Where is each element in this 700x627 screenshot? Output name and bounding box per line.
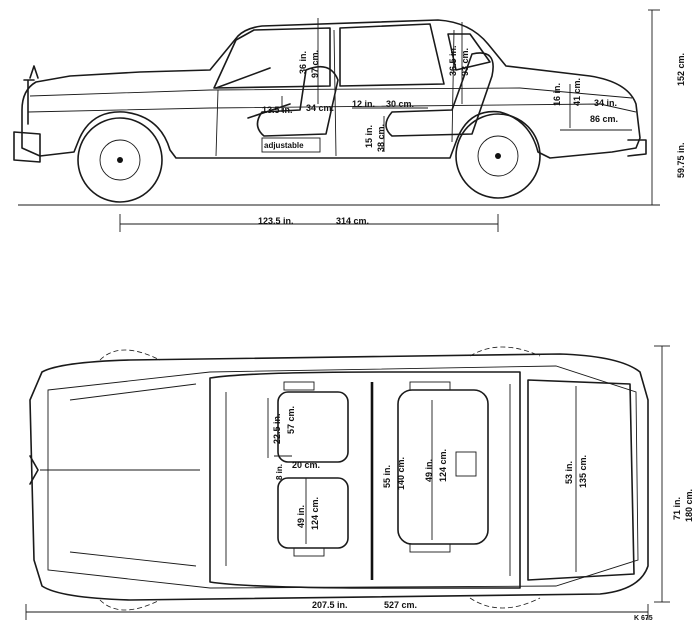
- adjustable-note: adjustable: [264, 141, 304, 150]
- top-view: 22.5 in. 57 cm. 8 in. 20 cm. 49 in. 124 …: [25, 345, 694, 620]
- side-view: 123.5 in. 314 cm. 59.75 in. 152 cm. 36 i…: [13, 9, 686, 232]
- boot-outline: [527, 379, 635, 581]
- rear-wheel-arch-top: [469, 346, 541, 357]
- radiator-grille: [23, 79, 35, 125]
- overall-length-in: 207.5 in.: [312, 600, 348, 610]
- mascot-icon: [29, 65, 39, 79]
- front-seat-width-cm: 57 cm.: [286, 406, 296, 434]
- front-headroom-in: 36 in.: [298, 51, 308, 74]
- boot-length-in: 34 in.: [594, 98, 617, 108]
- front-door-handle: [283, 381, 315, 391]
- rear-bench-in: 49 in.: [424, 459, 434, 482]
- overall-width-in: 71 in.: [672, 497, 682, 520]
- waist-line: [29, 87, 633, 99]
- screen-lines: [225, 384, 511, 576]
- boot-height-cm: 41 cm.: [572, 78, 582, 106]
- rear-bench-cm: 124 cm.: [438, 449, 448, 482]
- side-height-cm: 152 cm.: [676, 53, 686, 86]
- top-inner-outline: [47, 365, 639, 589]
- cabin-width-cm: 140 cm.: [396, 457, 406, 490]
- rear-door-handle: [409, 381, 451, 391]
- front-wheel: [77, 117, 163, 203]
- front-seat-depth-cm: 34 cm.: [306, 103, 334, 113]
- front-window: [213, 27, 331, 89]
- overall-length-cm: 527 cm.: [384, 600, 417, 610]
- boot-length-cm: 86 cm.: [590, 114, 618, 124]
- front-seat: [256, 65, 339, 137]
- front-seat-depth-in: 13.5 in.: [262, 105, 293, 115]
- reference-code: K 675: [634, 615, 653, 622]
- boot-width-cm: 135 cm.: [578, 455, 588, 488]
- front-bench-cm: 124 cm.: [310, 497, 320, 530]
- front-wheel-arch-top: [99, 349, 161, 361]
- rear-legroom-in: 12 in.: [352, 99, 375, 109]
- rear-wheel: [455, 113, 541, 199]
- center-gap-cm: 20 cm.: [292, 460, 320, 470]
- hood-diagonals: [69, 383, 197, 567]
- front-headroom-cm: 97 cm.: [310, 50, 320, 78]
- side-length-in: 123.5 in.: [258, 216, 294, 226]
- cabin-outline: [209, 371, 521, 589]
- rear-seat: [385, 52, 494, 137]
- side-height-in: 59.75 in.: [676, 142, 686, 178]
- boot-width-in: 53 in.: [564, 461, 574, 484]
- rear-seat-height-in: 15 in.: [364, 125, 374, 148]
- front-left-seat: [277, 391, 349, 463]
- front-bench-in: 49 in.: [296, 505, 306, 528]
- adjustable-box: [261, 137, 321, 153]
- rear-headroom-cm: 93 cm.: [460, 48, 470, 76]
- front-bumper: [13, 131, 41, 163]
- rear-legroom-cm: 30 cm.: [386, 99, 414, 109]
- body-crease: [27, 103, 637, 113]
- overall-width-cm: 180 cm.: [684, 489, 694, 522]
- front-wheel-arch-bottom: [99, 599, 161, 611]
- front-seat-width-in: 22.5 in.: [272, 413, 282, 444]
- side-length-cm: 314 cm.: [336, 216, 369, 226]
- rear-window: [339, 23, 445, 87]
- rear-bumper: [627, 139, 647, 157]
- rear-seat-height-cm: 38 cm.: [376, 124, 386, 152]
- rear-armrest: [455, 451, 477, 477]
- boot-height-in: 16 in.: [552, 83, 562, 106]
- mascot-top-icon: [29, 455, 39, 485]
- side-body-outline: [21, 19, 641, 159]
- steering-wheel: [215, 67, 291, 119]
- top-body-outline: [29, 353, 649, 601]
- cabin-width-in: 55 in.: [382, 465, 392, 488]
- rear-wheel-arch-bottom: [469, 597, 541, 609]
- rear-headroom-in: 36.5 in.: [448, 45, 458, 76]
- center-gap-in: 8 in.: [275, 464, 284, 480]
